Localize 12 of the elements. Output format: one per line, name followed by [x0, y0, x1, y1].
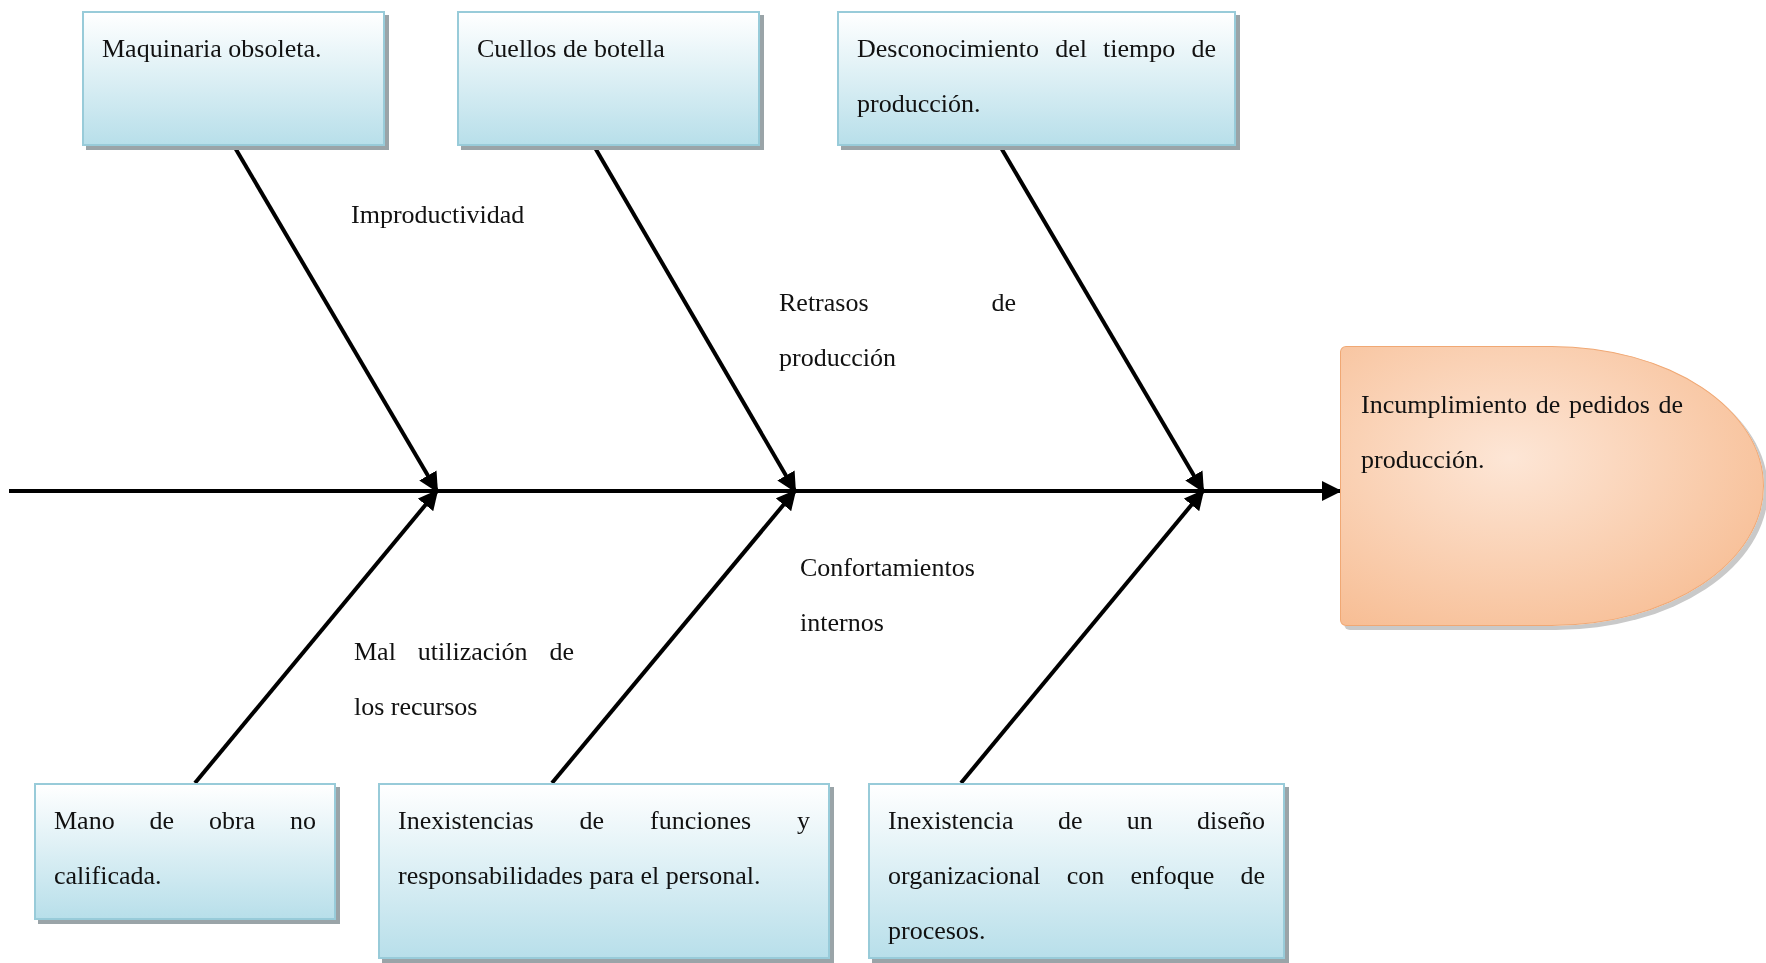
box-text: Desconocimiento del tiempo de producción. — [857, 33, 1216, 120]
category-label: Improductividad — [351, 199, 526, 231]
box-text: Cuellos de botella — [477, 33, 666, 65]
box-text: Incumplimiento de pedidos de producción. — [1361, 389, 1683, 476]
category-label: Retrasos de producción — [779, 287, 1016, 374]
arrow — [9, 481, 1342, 501]
box-text: Inexistencia de un diseño organizacional con enfoque de procesos. — [888, 805, 1265, 947]
box-text: Maquinaria obsoleta. — [102, 33, 323, 65]
category-label: Mal utilización de los recursos — [354, 636, 574, 723]
box-text: Mano de obra no calificada. — [54, 805, 316, 892]
category-label: Confortamientos internos — [800, 552, 976, 639]
box-text: Inexistencias de funciones y responsabilidades para el personal. — [398, 805, 810, 892]
